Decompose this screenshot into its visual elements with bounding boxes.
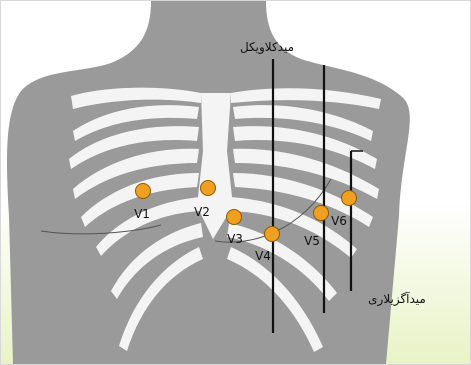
electrode-label-v4: V4: [255, 249, 271, 263]
electrode-label-v2: V2: [194, 205, 210, 219]
electrode-v5: [314, 206, 329, 221]
midclavicular-label: میدکلاویکل: [240, 40, 294, 55]
electrode-v4: [265, 227, 280, 242]
electrode-label-v6: V6: [331, 214, 347, 228]
electrode-v2: [201, 181, 216, 196]
electrode-v1: [136, 184, 151, 199]
electrode-v6: [342, 191, 357, 206]
midaxillary-label: میدآگزیلاری: [368, 291, 426, 307]
electrode-label-v3: V3: [227, 232, 243, 246]
electrode-label-v1: V1: [134, 207, 150, 221]
electrode-label-v5: V5: [304, 234, 320, 248]
electrode-v3: [227, 210, 242, 225]
